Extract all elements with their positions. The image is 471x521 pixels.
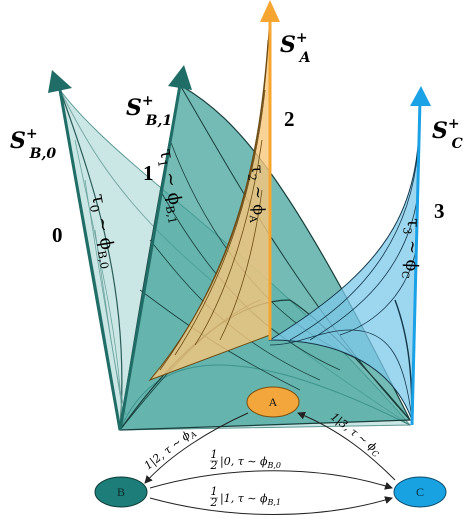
svg-text:1: 1 [211,485,218,498]
svg-text:C: C [416,485,424,499]
region-number-1: 1 [143,161,154,185]
region-number-2: 2 [284,107,295,131]
edge-label-b-to-c-1: 1 2 |1, τ ∼ ϕB,1 [210,485,282,509]
svg-text:B: B [117,485,125,499]
edge-label-b-to-c-0: 1 2 |0, τ ∼ ϕB,0 [210,448,282,472]
edge-label-a-to-b: 1|2, τ ∼ ϕA [142,425,199,474]
region-number-3: 3 [434,199,445,223]
svg-text:2: 2 [210,459,218,472]
arrow-s-a [260,0,280,340]
svg-text:1: 1 [211,448,218,461]
label-s-c: S+C [432,116,463,152]
arrow-s-c [410,86,431,426]
svg-text:A: A [269,395,278,409]
region-number-0: 0 [52,223,63,247]
node-a: A [246,386,300,418]
region-2-fan [148,9,271,382]
label-s-b1: S+B,1 [126,93,172,129]
edge-b-to-c-1 [149,496,393,515]
arrow-s-b1 [118,65,192,431]
tau-label-1: τ1 ~ ϕB,1 [153,147,189,225]
edge-b-to-c-0 [149,470,393,490]
tau-label-2: τ2 ~ ϕA [245,164,269,223]
graph-edges [144,411,396,515]
node-c: C [393,476,447,508]
edge-c-to-a [297,411,396,481]
label-s-a: S+A [280,30,311,66]
label-s-b0: S+B,0 [10,126,56,162]
svg-text:|1, τ ∼ ϕB,1: |1, τ ∼ ϕB,1 [220,492,281,507]
arrow-s-b0 [48,70,122,431]
tau-label-0: τ0 ~ ϕB,0 [85,192,121,270]
svg-text:|0, τ ∼ ϕB,0: |0, τ ∼ ϕB,0 [220,455,281,470]
node-b: B [94,476,148,508]
tau-label-3: τ3 ~ ϕC [399,218,423,280]
edge-a-to-b [144,412,249,484]
svg-text:2: 2 [210,496,218,509]
